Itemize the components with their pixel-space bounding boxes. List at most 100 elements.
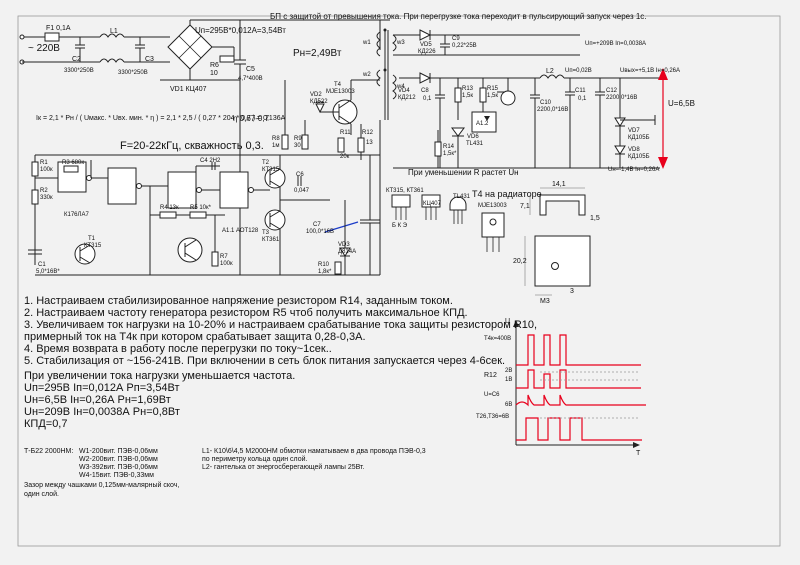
r12-value: 13: [366, 140, 373, 146]
radiator-hole: [551, 262, 559, 270]
instruction-item: 4. Время возврата в работу после перегру…: [24, 343, 332, 355]
dim-width: 14,1: [552, 181, 566, 188]
timing-label-t26: Т26,Т36=6В: [476, 414, 510, 420]
optocoupler-led: [500, 90, 516, 106]
winding-w4-label: w4: [397, 84, 405, 90]
stats-row: Uп=295В Iп=0,012А Рп=3,54Вт: [24, 382, 180, 394]
vd6-label: VD6: [467, 134, 479, 140]
core-gap-note: Зазор между чашками 0,125мм-малярный ско…: [24, 482, 180, 498]
input-voltage-label: ~ 220В: [28, 43, 60, 54]
t3-type: КТ361: [262, 237, 280, 243]
l2-label: L2: [546, 68, 554, 75]
pinout-tl431: TL431: [453, 194, 471, 200]
instruction-item: примерный ток на Т4к при котором срабаты…: [24, 331, 366, 343]
winding-w1-label: w1: [363, 40, 371, 46]
r15-value: 1,5к: [487, 93, 498, 99]
regulator-vd6: [451, 127, 465, 137]
pinout-kc407: КЦ407: [423, 201, 441, 207]
winding-core: Т-Б22 2000НМ:: [24, 448, 74, 455]
winding-w3: [392, 34, 397, 52]
c7-value: 100,0*16В: [306, 229, 335, 235]
r14-label: R14: [443, 144, 455, 150]
c8-value: 0,1: [423, 96, 432, 102]
output-6-5v: U=6,5В: [668, 99, 695, 108]
resistor-r13: [454, 87, 462, 103]
upper-output: Uп=+209В Iп=0,0038А: [585, 41, 647, 47]
vd5-label: VD5: [420, 42, 432, 48]
frequency-label: F=20-22кГц, скважность 0,3.: [120, 140, 264, 152]
dim-screw: М3: [540, 298, 550, 305]
vd3-type: Д814А: [338, 249, 357, 255]
r12-label: R12: [362, 130, 374, 136]
efficiency-range: η 0,67-0,7: [233, 114, 270, 123]
inductor-note: L2- гантелька от энергосберегающей лампы…: [202, 464, 365, 471]
c6-value: 0,047: [294, 188, 310, 194]
page-title: БП с защитой от превышения тока. При пер…: [270, 12, 647, 21]
bridge-label: VD1 КЦ407: [170, 86, 207, 93]
load-power: Рн=2,49Вт: [293, 48, 342, 59]
winding-w2: [376, 69, 381, 87]
r13-value: 1,5к: [462, 93, 473, 99]
package-kt315: [391, 194, 411, 208]
resistor-r5: [189, 211, 207, 219]
dim-length: 20,2: [513, 258, 527, 265]
stats-intro: При увеличении тока нагрузки уменьшается…: [24, 370, 296, 382]
r-note: При уменьшении R растет Uн: [408, 168, 519, 177]
winding-w2-label: w2: [363, 72, 371, 78]
optocoupler-a12: [471, 111, 497, 133]
c9-value: 0,22*25В: [452, 43, 477, 49]
r8-label: R8: [272, 136, 280, 142]
r7-value: 100к: [220, 261, 233, 267]
winding-row: W4-15вит. ПЭВ-0,33мм: [79, 472, 154, 479]
vd2-label: VD2: [310, 92, 322, 98]
phototransistor-a11: [177, 237, 203, 263]
diode-vd7: [614, 117, 626, 127]
vd2-type: КД522: [310, 99, 328, 105]
t1-label: Т1: [88, 236, 96, 242]
c1-value: 5,0*16В*: [36, 269, 60, 275]
c9-label: С9: [452, 36, 460, 42]
diode-vd4: [419, 72, 432, 84]
inductor-note: L1- К10\6\4,5 М2000НМ обмотки наматываем…: [202, 448, 426, 455]
r4-label: R4 13к: [160, 205, 179, 211]
diode-vd2: [315, 103, 325, 114]
timing-t-label: T: [636, 450, 641, 457]
winding-w1: [376, 31, 381, 57]
inductor-note: по периметру кольца один слой.: [202, 456, 308, 463]
r11-value: 20к: [340, 154, 350, 160]
instruction-item: 3. Увеличиваем ток нагрузки на 10-20% и …: [24, 319, 538, 331]
c1-label: С1: [38, 262, 46, 268]
t4-label: Т4: [334, 82, 342, 88]
c2-label: С2: [72, 56, 81, 63]
stats-row: Uн=6,5В Iн=0,26А Рн=1,69Вт: [24, 394, 171, 406]
t2-label: Т2: [262, 160, 270, 166]
package-tl431: [449, 196, 467, 211]
resistor-r2: [31, 189, 39, 205]
c6-label: С6: [296, 172, 304, 178]
c5-label: С5: [246, 66, 255, 73]
timing-label-6v: 6В: [505, 402, 513, 408]
resistor-r11: [337, 137, 345, 153]
winding-row: W3-392вит. ПЭВ-0,06мм: [79, 464, 158, 471]
r10-value: 1,8к*: [318, 269, 332, 275]
resistor-r10: [334, 261, 342, 275]
fuse-f1: [44, 32, 60, 42]
vd8-type: КД105Б: [628, 154, 650, 160]
timing-label-c6: U=C6: [484, 392, 500, 398]
output-low-voltage: Uн=-1,4В Iн=0,26А: [608, 167, 660, 173]
dim-thickness: 1,5: [590, 215, 600, 222]
resistor-r6: [219, 55, 235, 63]
timing-label-2v: 2В: [505, 368, 513, 374]
c7-label: С7: [313, 222, 321, 228]
r10-label: R10: [318, 262, 330, 268]
dim-height: 7,1: [520, 203, 530, 210]
supply-power-formula: Uп=295В*0,012А=3,54Вт: [195, 26, 286, 35]
r2-value: 330к: [40, 195, 53, 201]
resistor-r4: [159, 211, 177, 219]
c3-value: 3300*250В: [118, 70, 148, 76]
vd4-type: КД212: [398, 95, 416, 101]
vd7-type: КД105Б: [628, 135, 650, 141]
c11-label: С11: [575, 88, 586, 94]
